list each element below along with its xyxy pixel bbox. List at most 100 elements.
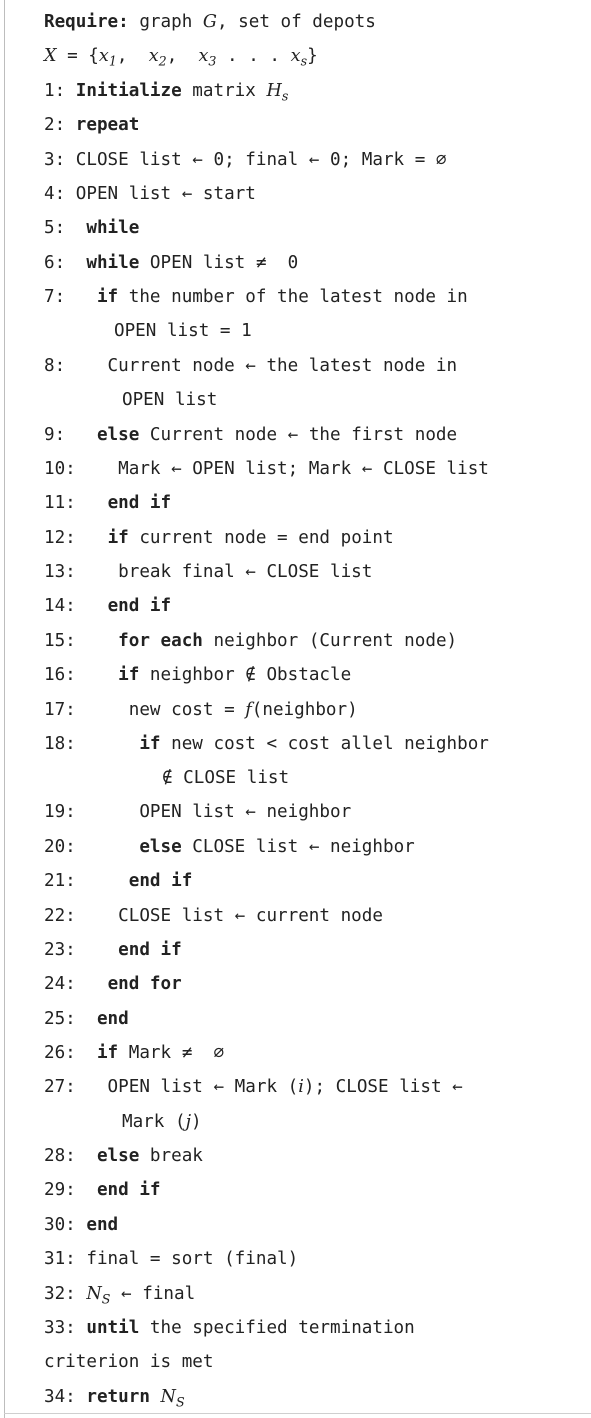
algorithm-line: 29: end if xyxy=(44,1178,161,1202)
math-symbol: Hs xyxy=(266,81,289,104)
code-text: graph xyxy=(128,12,203,32)
math-symbol: f xyxy=(245,700,252,720)
code-text: 16: xyxy=(44,665,119,685)
subscript: 1 xyxy=(108,53,117,69)
code-text: 8: Current node ← the latest node in xyxy=(44,356,458,376)
code-text: , set of depots xyxy=(216,12,376,32)
code-text: neighbor (Current node) xyxy=(202,631,458,651)
code-text: 7: xyxy=(44,287,97,307)
algorithm-line: 10: Mark ← OPEN list; Mark ← CLOSE list xyxy=(44,457,489,481)
algorithm-line: Mark (j) xyxy=(122,1110,202,1134)
code-text: 3: CLOSE list ← 0; final ← 0; Mark = ∅ xyxy=(44,150,447,170)
algorithm-line: 24: end for xyxy=(44,972,182,996)
algorithm-line: 5: while xyxy=(44,216,139,240)
keyword: Require: xyxy=(44,12,129,32)
algorithm-line: 7: if the number of the latest node in xyxy=(44,285,468,309)
code-text: 10: Mark ← OPEN list; Mark ← CLOSE list xyxy=(44,459,489,479)
math-symbol: x3 xyxy=(198,46,217,69)
code-text: 25: xyxy=(44,1009,97,1029)
algorithm-line: 18: if new cost < cost allel neighbor xyxy=(44,732,489,756)
keyword: end if xyxy=(96,1180,161,1200)
keyword: Initialize xyxy=(75,81,182,101)
algorithm-line: 26: if Mark ≠ ∅ xyxy=(44,1041,224,1065)
algorithm-line: 25: end xyxy=(44,1007,129,1031)
code-text: the specified termination xyxy=(139,1318,415,1338)
math-symbol: x1 xyxy=(98,46,117,69)
algorithm-line: 34: return NS xyxy=(44,1385,185,1410)
algorithm-line: 23: end if xyxy=(44,938,182,962)
keyword: end xyxy=(96,1009,129,1029)
code-text: criterion is met xyxy=(44,1352,214,1372)
algorithm-line: OPEN list = 1 xyxy=(114,319,252,343)
keyword: until xyxy=(86,1318,140,1338)
code-text: 20: xyxy=(44,837,140,857)
code-text: 30: xyxy=(44,1215,87,1235)
code-text: 32: xyxy=(44,1284,87,1304)
code-text: 33: xyxy=(44,1318,87,1338)
math-symbol: j xyxy=(185,1112,192,1132)
code-text: = { xyxy=(56,46,99,66)
code-text: 18: xyxy=(44,734,140,754)
code-text: 29: xyxy=(44,1180,97,1200)
code-text: 2: xyxy=(44,115,76,135)
keyword: if xyxy=(96,287,119,307)
algorithm-line: 21: end if xyxy=(44,869,192,893)
keyword: if xyxy=(139,734,161,754)
keyword: end if xyxy=(128,871,193,891)
keyword: end xyxy=(86,1215,119,1235)
math-symbol: i xyxy=(298,1077,304,1097)
keyword: if xyxy=(118,665,140,685)
math-symbol: x2 xyxy=(148,46,167,69)
algorithm-line: 2: repeat xyxy=(44,113,139,137)
code-text: current node = end point xyxy=(128,528,394,548)
keyword: else xyxy=(139,837,182,857)
code-text xyxy=(150,1387,161,1407)
algorithm-line: 28: else break xyxy=(44,1144,203,1168)
keyword: for each xyxy=(118,631,203,651)
code-text: 4: OPEN list ← start xyxy=(44,184,256,204)
algorithm-line: 13: break final ← CLOSE list xyxy=(44,560,372,584)
code-text: 31: final = sort (final) xyxy=(44,1249,299,1269)
code-text: CLOSE list ← neighbor xyxy=(181,837,415,857)
code-text: 23: xyxy=(44,940,119,960)
code-text: 24: xyxy=(44,974,108,994)
subscript: S xyxy=(101,1291,111,1307)
code-text: Current node ← the first node xyxy=(139,425,458,445)
keyword: end if xyxy=(107,493,172,513)
keyword: if xyxy=(96,1043,119,1063)
code-text: 13: break final ← CLOSE list xyxy=(44,562,373,582)
keyword: return xyxy=(86,1387,150,1407)
algorithm-line: 33: until the specified termination xyxy=(44,1316,415,1340)
math-symbol: NS xyxy=(160,1387,185,1410)
algorithm-line: 15: for each neighbor (Current node) xyxy=(44,629,457,653)
subscript: 2 xyxy=(158,53,167,69)
code-text: 27: OPEN list ← Mark ( xyxy=(44,1077,299,1097)
keyword: end if xyxy=(107,596,172,616)
algorithm-line: 27: OPEN list ← Mark (i); CLOSE list ← xyxy=(44,1075,463,1099)
subscript: s xyxy=(281,88,289,104)
keyword: while xyxy=(86,253,140,273)
code-text: , xyxy=(116,46,149,66)
code-text: 22: CLOSE list ← current node xyxy=(44,906,383,926)
algorithm-line: 4: OPEN list ← start xyxy=(44,182,256,206)
code-text: 28: xyxy=(44,1146,97,1166)
algorithm-line: Require: graph G, set of depots xyxy=(44,10,376,34)
math-symbol: X xyxy=(44,46,57,66)
code-text: ← final xyxy=(110,1284,196,1304)
keyword: while xyxy=(86,218,140,238)
code-text: 17: new cost = xyxy=(44,700,246,720)
code-text: 9: xyxy=(44,425,97,445)
code-text: 5: xyxy=(44,218,87,238)
keyword: else xyxy=(96,1146,140,1166)
algorithm-line: 12: if current node = end point xyxy=(44,526,394,550)
code-text: matrix xyxy=(181,81,267,101)
math-symbol: G xyxy=(202,12,217,32)
code-text: , xyxy=(166,46,199,66)
algorithm-line: 22: CLOSE list ← current node xyxy=(44,904,383,928)
algorithm-line: 30: end xyxy=(44,1213,118,1237)
keyword: if xyxy=(107,528,129,548)
algorithm-line: 3: CLOSE list ← 0; final ← 0; Mark = ∅ xyxy=(44,148,447,172)
subscript: 3 xyxy=(208,53,217,69)
code-text: 26: xyxy=(44,1043,97,1063)
algorithm-line: 16: if neighbor ∉ Obstacle xyxy=(44,663,351,687)
